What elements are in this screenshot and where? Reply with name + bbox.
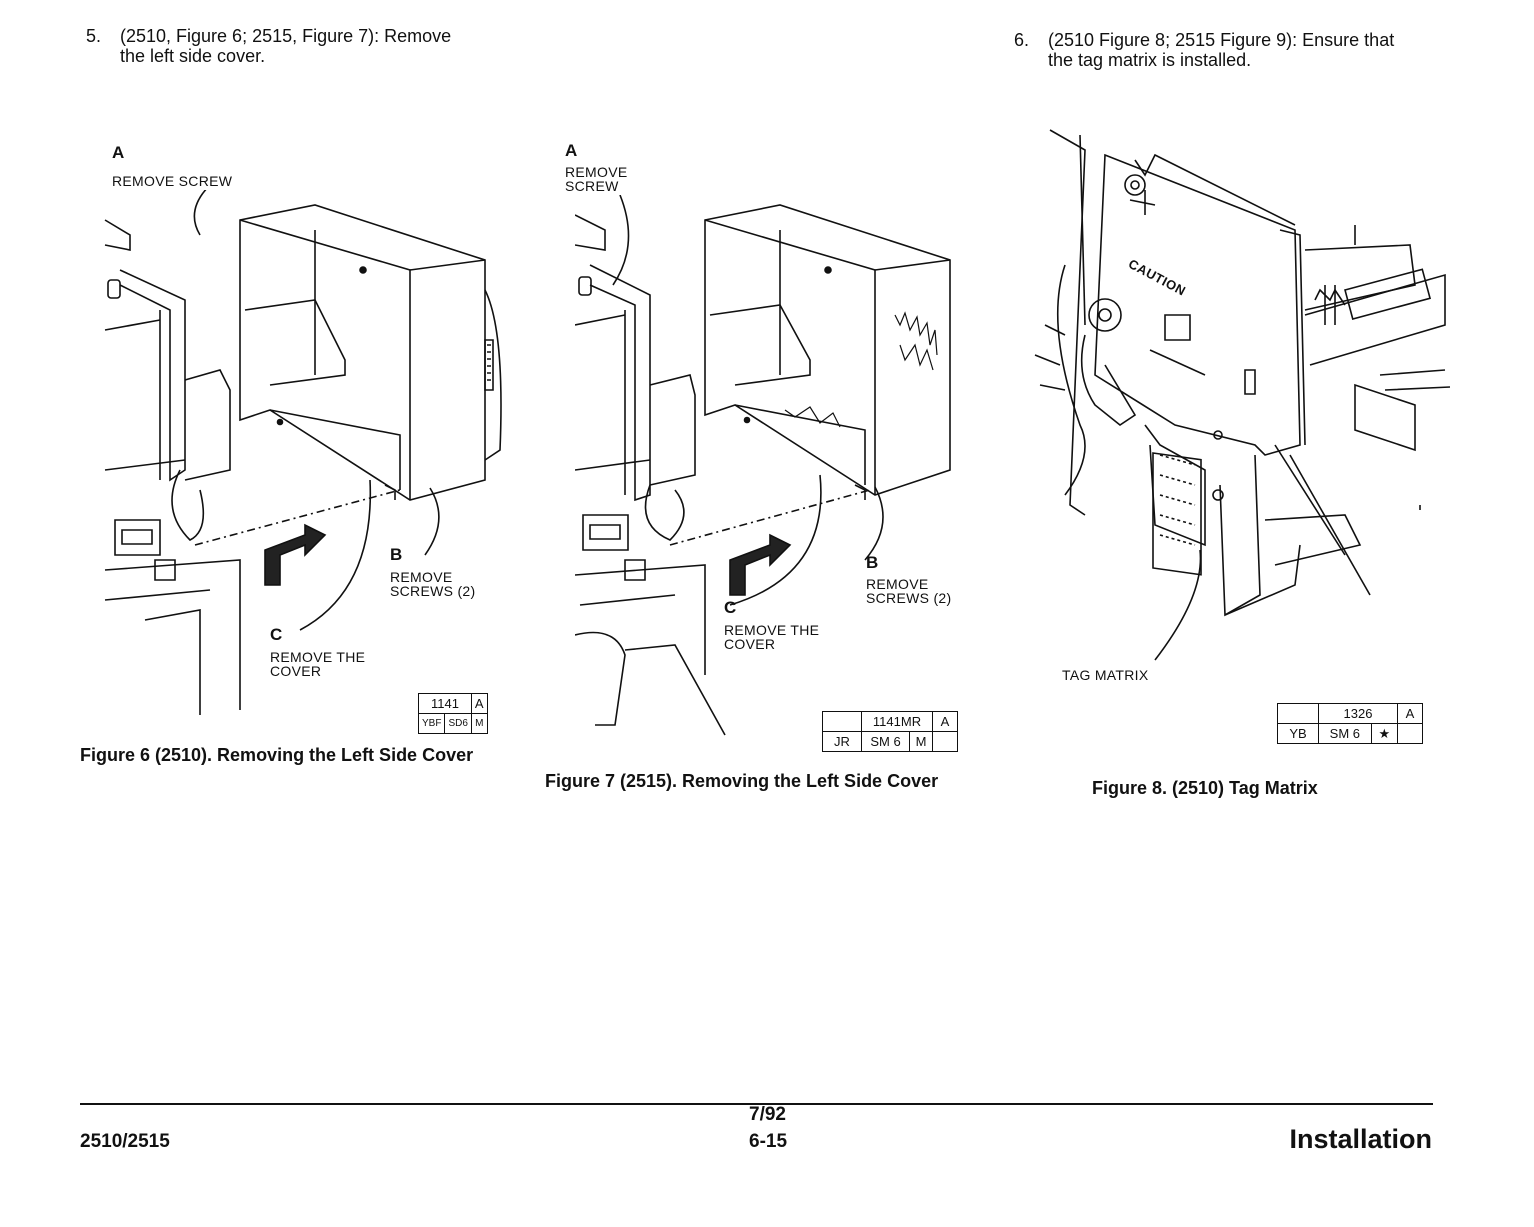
figure-6-callout-c-line2: COVER	[270, 663, 322, 679]
step-number: 5.	[86, 26, 102, 46]
stamp-cell: 1141	[418, 693, 472, 714]
stamp-cell: ★	[1370, 723, 1399, 744]
figure-6-callout-b-letter: B	[390, 545, 403, 564]
stamp-cell: SD6	[444, 713, 472, 734]
figure-7-callout-a-line2: SCREW	[565, 178, 619, 194]
step-6: 6. (2510 Figure 8; 2515 Figure 9): Ensur…	[1014, 30, 1474, 74]
figure-8-illustration	[1025, 125, 1465, 665]
figure-6-callout-a-letter: A	[112, 143, 125, 162]
stamp-cell: M	[470, 713, 488, 734]
figure-6-callout-b-line2: SCREWS (2)	[390, 583, 476, 599]
step-number: 6.	[1014, 30, 1030, 50]
footer-section-title: Installation	[1289, 1124, 1432, 1154]
figure-7-caption: Figure 7 (2515). Removing the Left Side …	[545, 771, 939, 791]
step-text-line1: (2510 Figure 8; 2515 Figure 9): Ensure t…	[1048, 30, 1395, 50]
figure-6-callout-c-letter: C	[270, 625, 283, 644]
figure-6-callout-a-text: REMOVE SCREW	[112, 173, 233, 189]
stamp-cell	[1277, 703, 1319, 724]
figure-7-callout-b-letter: B	[866, 553, 879, 572]
stamp-cell: YB	[1277, 723, 1319, 744]
stamp-cell: SM 6	[1318, 723, 1372, 744]
stamp-cell: SM 6	[860, 731, 911, 752]
figure-6-callout-c-line1: REMOVE THE	[270, 649, 366, 665]
footer-date: 7/92	[749, 1104, 786, 1125]
stamp-cell: JR	[822, 731, 862, 752]
stamp-cell: A	[932, 711, 958, 732]
stamp-cell: A	[470, 693, 488, 714]
figure-7-callout-c-line1: REMOVE THE	[724, 622, 820, 638]
stamp-cell: M	[909, 731, 933, 752]
stamp-cell	[822, 711, 862, 732]
figure-7-callout-b-line2: SCREWS (2)	[866, 590, 952, 606]
stamp-cell: YBF	[417, 713, 446, 734]
step-text-line1: (2510, Figure 6; 2515, Figure 7): Remove	[120, 26, 452, 46]
step-5: 5. (2510, Figure 6; 2515, Figure 7): Rem…	[86, 26, 526, 70]
stamp-cell	[932, 731, 958, 752]
figure-7-illustration	[575, 195, 960, 740]
figure-6-illustration	[100, 190, 520, 720]
figure-7-callout-b-line1: REMOVE	[866, 576, 929, 592]
footer-model: 2510/2515	[80, 1131, 170, 1152]
step-text-line2: the left side cover.	[120, 46, 266, 66]
figure-8-caption: Figure 8. (2510) Tag Matrix	[1092, 778, 1318, 798]
stamp-cell: 1141MR	[861, 711, 933, 732]
figure-7-callout-c-line2: COVER	[724, 636, 776, 652]
figure-6-callout-b-line1: REMOVE	[390, 569, 453, 585]
figure-7-callout-a-line1: REMOVE	[565, 164, 628, 180]
stamp-cell	[1397, 723, 1423, 744]
stamp-cell: 1326	[1318, 703, 1398, 724]
figure-6-caption: Figure 6 (2510). Removing the Left Side …	[80, 745, 474, 765]
footer-page-number: 6-15	[749, 1131, 788, 1152]
figure-7-callout-a-letter: A	[565, 141, 578, 160]
step-text-line2: the tag matrix is installed.	[1048, 50, 1252, 70]
figure-8-tag-matrix-label: TAG MATRIX	[1062, 667, 1149, 683]
stamp-cell: A	[1397, 703, 1423, 724]
figure-7-callout-c-letter: C	[724, 598, 737, 617]
footer-rule	[80, 1103, 1433, 1105]
